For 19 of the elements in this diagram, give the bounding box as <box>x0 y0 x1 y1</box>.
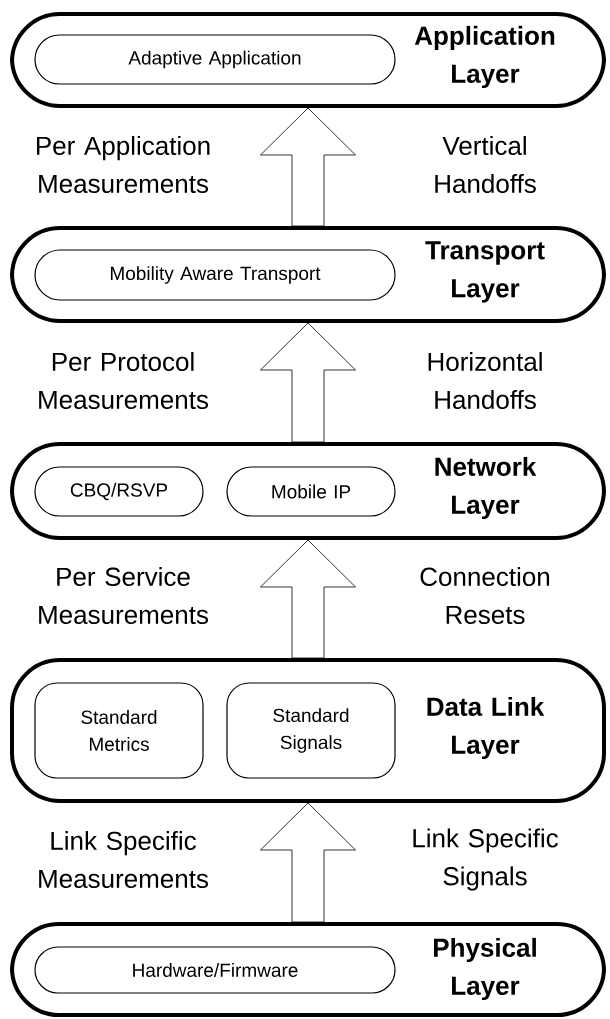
side-label: Per Application Measurements <box>36 135 210 194</box>
component-box: CBQ/RSVP <box>34 466 204 517</box>
component-box: Hardware/Firmware <box>34 946 396 994</box>
component-box: Standard Signals <box>226 682 396 779</box>
side-label: Per Protocol Measurements <box>39 351 208 410</box>
side-label: Connection Resets <box>420 566 550 625</box>
side-label: Link Specific Signals <box>413 828 558 891</box>
side-label: Vertical Handoffs <box>435 135 536 194</box>
block-arrow <box>260 107 356 227</box>
block-arrow <box>260 539 356 659</box>
component-box: Standard Metrics <box>34 682 204 779</box>
component-box: Mobile IP <box>226 466 396 517</box>
component-box: Mobility Aware Transport <box>34 249 396 301</box>
side-label: Link Specific Measurements <box>39 830 208 889</box>
block-arrow <box>260 802 356 923</box>
side-label: Per Service Measurements <box>39 566 208 625</box>
side-label: Horizontal Handoffs <box>428 351 542 410</box>
component-box: Adaptive Application <box>34 34 396 85</box>
block-arrow <box>260 322 356 443</box>
